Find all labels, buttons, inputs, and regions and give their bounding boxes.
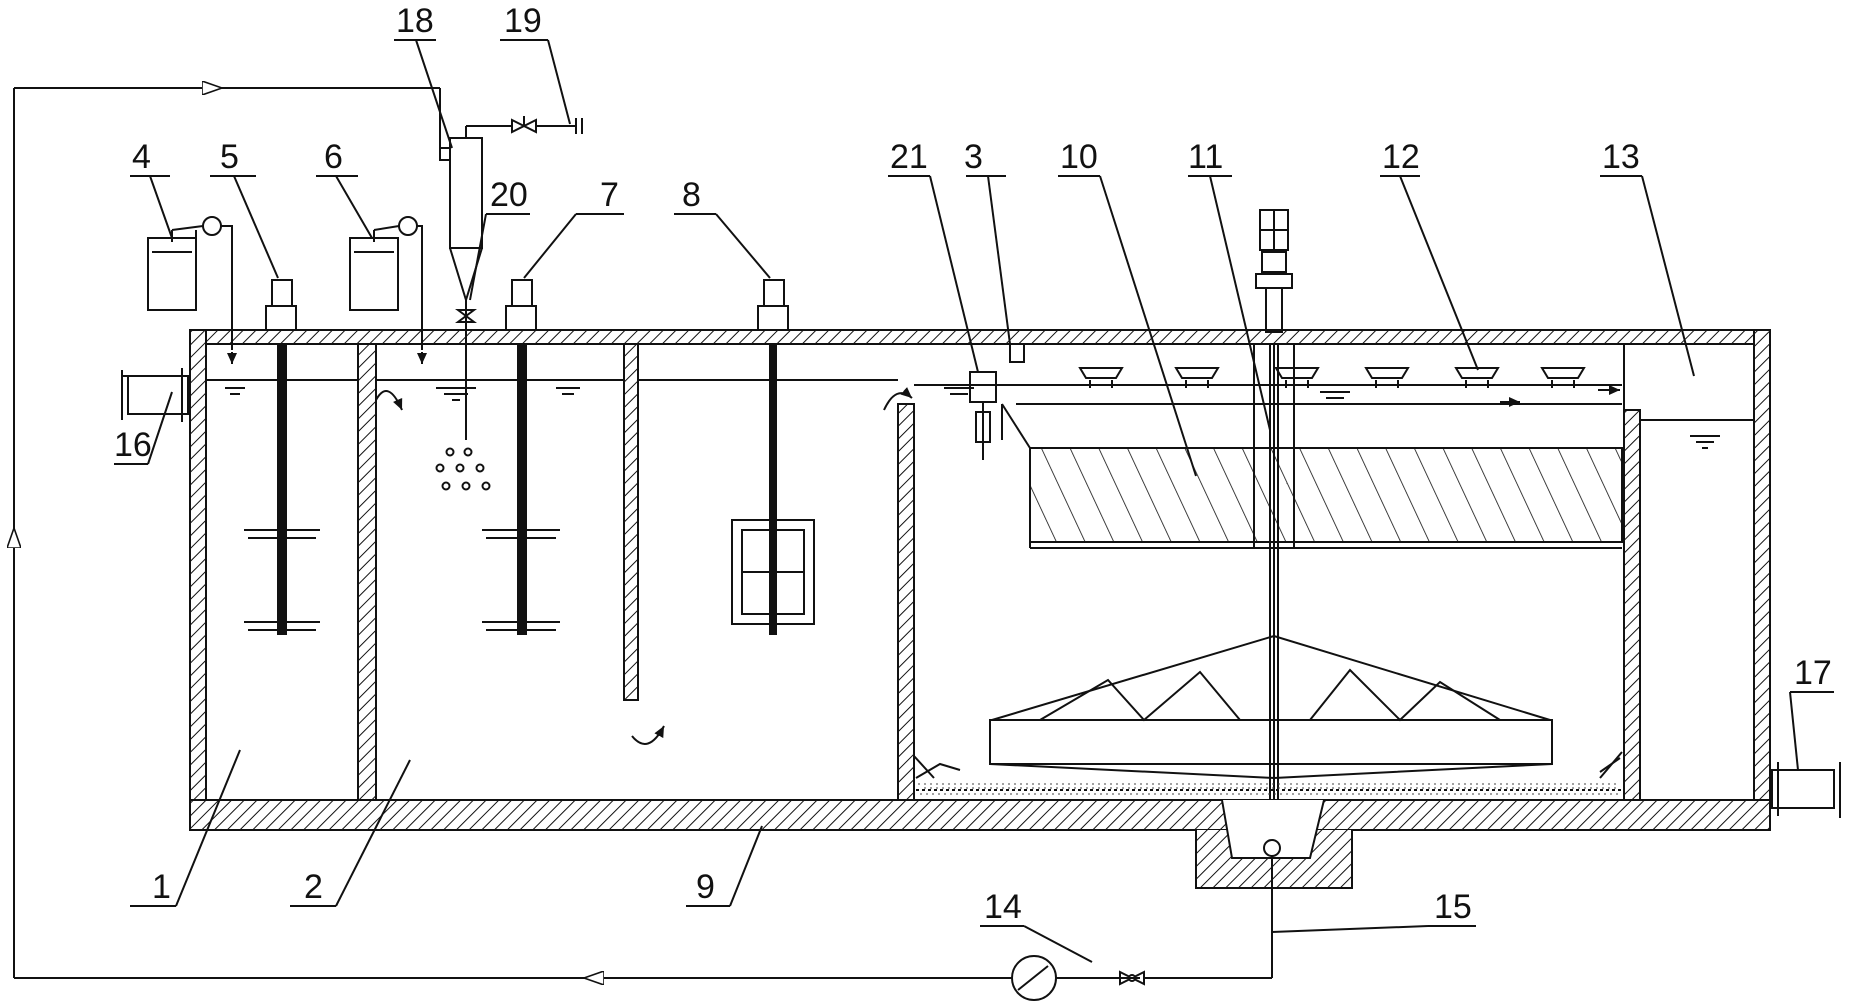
- label-13: 13: [1602, 138, 1640, 176]
- mixer-5: [244, 279, 320, 635]
- launders: [1078, 367, 1620, 407]
- label-4: 4: [132, 138, 151, 176]
- mixer-8: [731, 279, 815, 635]
- flow-arrows: [227, 352, 913, 745]
- label-5: 5: [220, 138, 239, 176]
- label-11: 11: [1188, 138, 1223, 176]
- label-21: 21: [890, 138, 928, 176]
- tank-walls: [189, 329, 1771, 889]
- inlet-pipe: [121, 368, 189, 422]
- label-2: 2: [304, 868, 323, 906]
- label-3: 3: [964, 138, 983, 176]
- water-levels: [206, 379, 1754, 449]
- label-19: 19: [504, 2, 542, 40]
- label-14: 14: [984, 888, 1022, 926]
- label-15: 15: [1434, 888, 1472, 926]
- sand-particles: [435, 447, 491, 491]
- label-10: 10: [1060, 138, 1098, 176]
- return-loop: [14, 88, 1281, 1001]
- label-7: 7: [600, 176, 619, 214]
- label-8: 8: [682, 176, 701, 214]
- label-18: 18: [396, 2, 434, 40]
- label-9: 9: [696, 868, 715, 906]
- leader-lines: [114, 39, 1834, 963]
- settling-tank: [913, 209, 1623, 800]
- label-20: 20: [490, 176, 528, 214]
- sludge-layer: [918, 783, 1620, 795]
- hydrocyclone: [439, 116, 583, 440]
- label-1: 1: [152, 868, 171, 906]
- label-16: 16: [114, 426, 152, 464]
- mixer-7: [482, 279, 560, 635]
- label-17: 17: [1794, 654, 1832, 692]
- part-labels: 1 2 3 4 5 6 7 8 9 10 11 12 13 14 15 16 1…: [114, 2, 1832, 926]
- label-12: 12: [1382, 138, 1420, 176]
- label-6: 6: [324, 138, 343, 176]
- outlet-pipe: [1771, 762, 1841, 818]
- dosing-tank-6: [349, 216, 423, 350]
